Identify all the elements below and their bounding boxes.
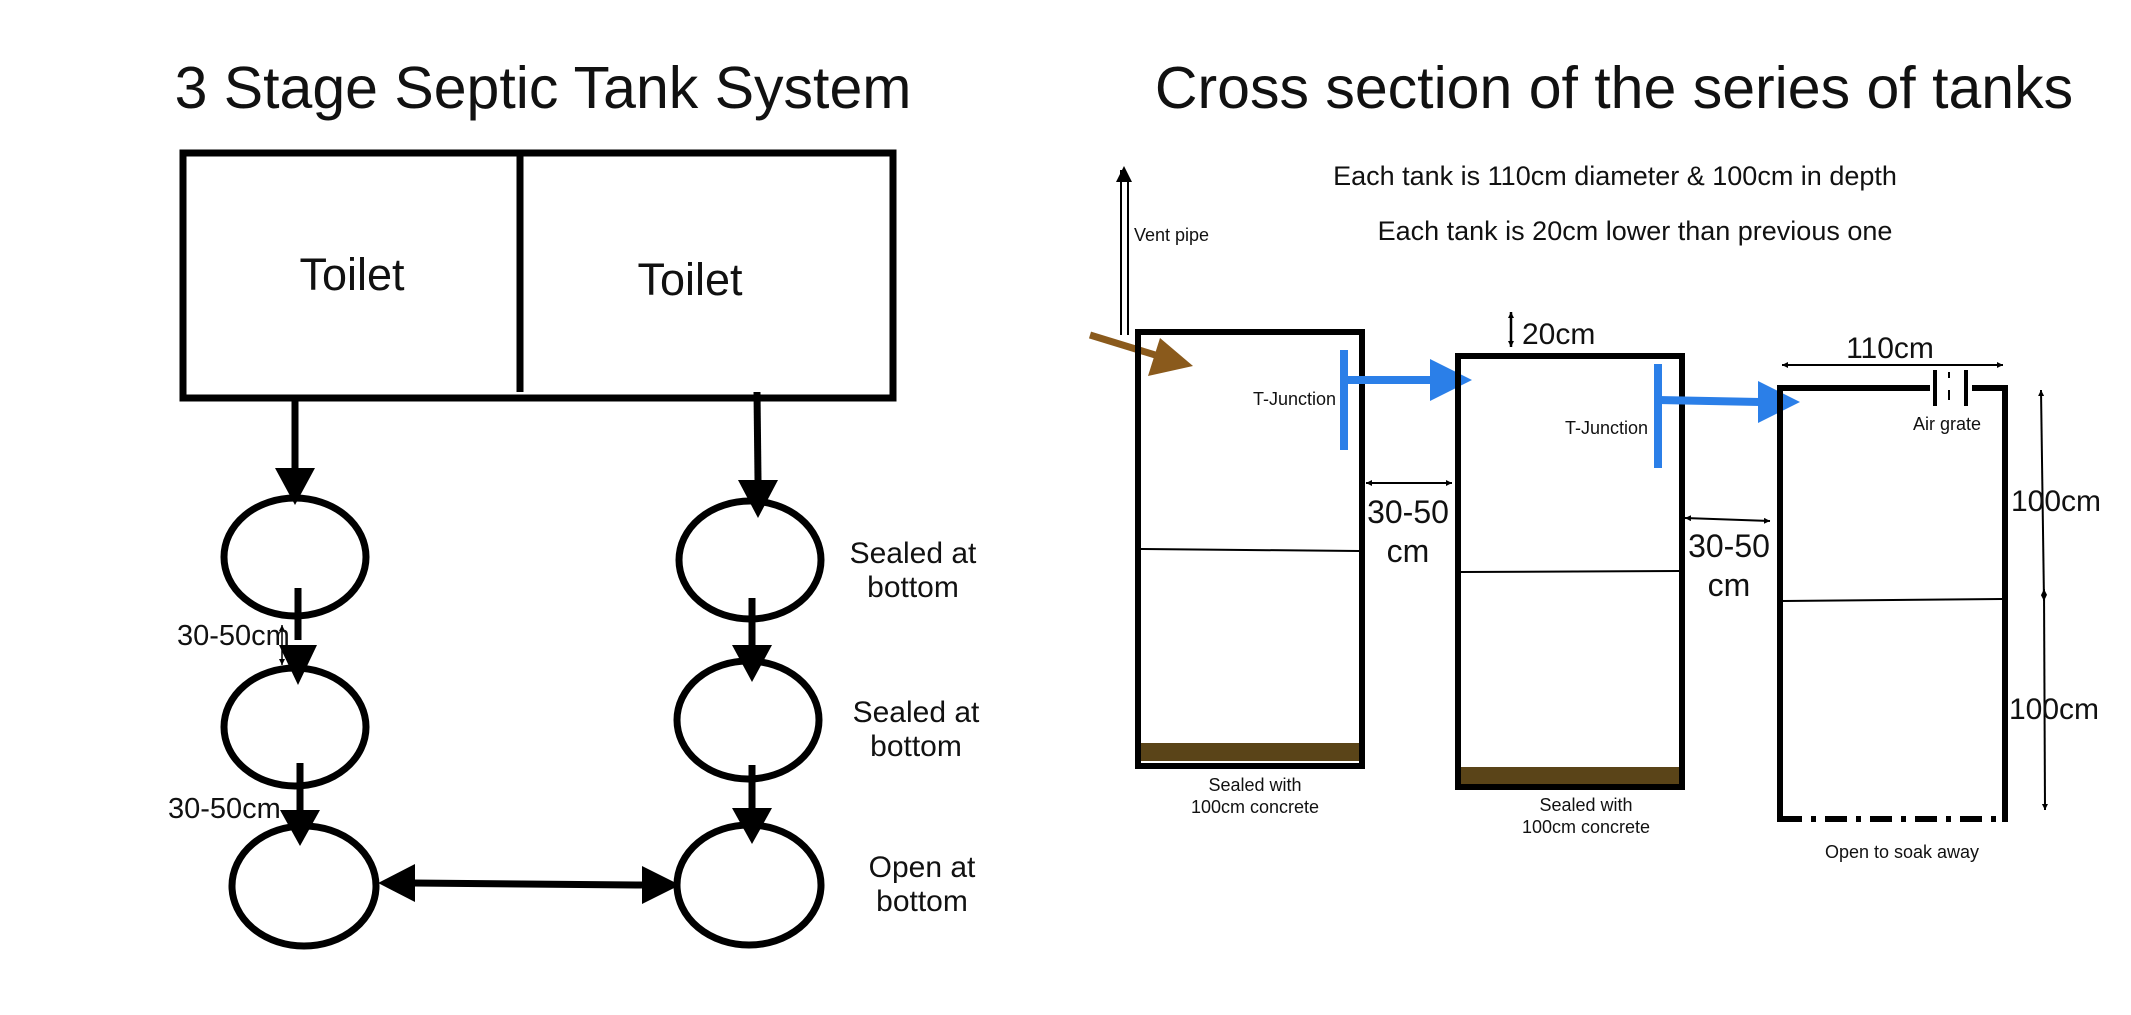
status-label-3-line-1: Open at xyxy=(869,851,976,884)
note-diameter-depth: Each tank is 110cm diameter & 100cm in d… xyxy=(1333,161,1897,191)
tank-2-level xyxy=(1460,570,1680,573)
gap-1-line-2: cm xyxy=(1387,533,1430,569)
depth-dimension-bottom xyxy=(2041,588,2048,811)
tank-2-base-line-1: Sealed with xyxy=(1539,795,1632,815)
tank-2 xyxy=(1455,353,1685,790)
drop-label: 20cm xyxy=(1522,318,1595,351)
pit-right-2 xyxy=(673,657,823,783)
tank-2-base-line-2: 100cm concrete xyxy=(1522,817,1650,837)
arrowhead-left-1 xyxy=(275,468,315,505)
left-title: 3 Stage Septic Tank System xyxy=(175,55,912,121)
tank-2-concrete xyxy=(1461,767,1679,784)
left-gap-label-2: 30-50cm xyxy=(168,793,281,825)
tank-1-level xyxy=(1140,548,1360,552)
tank-1-base-line-2: 100cm concrete xyxy=(1191,797,1319,817)
pit-connector-arrowhead-left xyxy=(378,864,415,902)
vent-pipe-label: Vent pipe xyxy=(1134,225,1209,245)
pit-right-3 xyxy=(673,821,825,949)
gap-2-dimension xyxy=(1684,515,1771,524)
pit-left-3 xyxy=(228,822,380,950)
status-label-1-line-1: Sealed at xyxy=(850,537,977,570)
gap-1-line-1: 30-50 xyxy=(1367,494,1449,530)
gap-2-line-1: 30-50 xyxy=(1688,528,1770,564)
toilet-block xyxy=(179,149,897,402)
tank-3-level xyxy=(1782,598,2003,602)
flow-arrow-right-1 xyxy=(753,391,762,481)
left-gap-label-1: 30-50cm xyxy=(177,620,290,652)
t-junction-1-label: T-Junction xyxy=(1253,389,1336,409)
tank-1 xyxy=(1135,329,1365,769)
tank-1-concrete xyxy=(1141,743,1359,761)
gap-2-line-2: cm xyxy=(1708,567,1751,603)
depth-dimension-top xyxy=(2038,389,2047,602)
status-label-1-line-2: bottom xyxy=(867,571,959,604)
status-label-3-line-2: bottom xyxy=(876,885,968,918)
status-label-2-line-2: bottom xyxy=(870,730,962,763)
note-level-drop: Each tank is 20cm lower than previous on… xyxy=(1378,216,1893,246)
air-grate-label: Air grate xyxy=(1913,414,1981,434)
transfer-arrow-2 xyxy=(1657,396,1761,406)
toilet-label-right: Toilet xyxy=(637,254,743,305)
pit-left-2 xyxy=(220,664,370,790)
t-junction-2-label: T-Junction xyxy=(1565,418,1648,438)
status-label-2-line-1: Sealed at xyxy=(853,696,980,729)
tank-3-base-label: Open to soak away xyxy=(1825,842,1979,862)
vent-pipe-arrowhead xyxy=(1116,166,1132,182)
transfer-arrowhead-1 xyxy=(1430,359,1472,401)
right-title: Cross section of the series of tanks xyxy=(1155,55,2073,121)
depth-label-top: 100cm xyxy=(2011,485,2101,518)
pit-connector-arrowhead-right xyxy=(642,866,680,904)
pit-connector xyxy=(411,879,643,889)
inflow-arrowhead xyxy=(1148,338,1193,376)
toilet-label-left: Toilet xyxy=(299,249,405,300)
inflow-arrow xyxy=(1088,331,1167,362)
diameter-label: 110cm xyxy=(1846,332,1934,365)
tank-1-base-line-1: Sealed with xyxy=(1208,775,1301,795)
depth-label-bottom: 100cm xyxy=(2009,693,2099,726)
